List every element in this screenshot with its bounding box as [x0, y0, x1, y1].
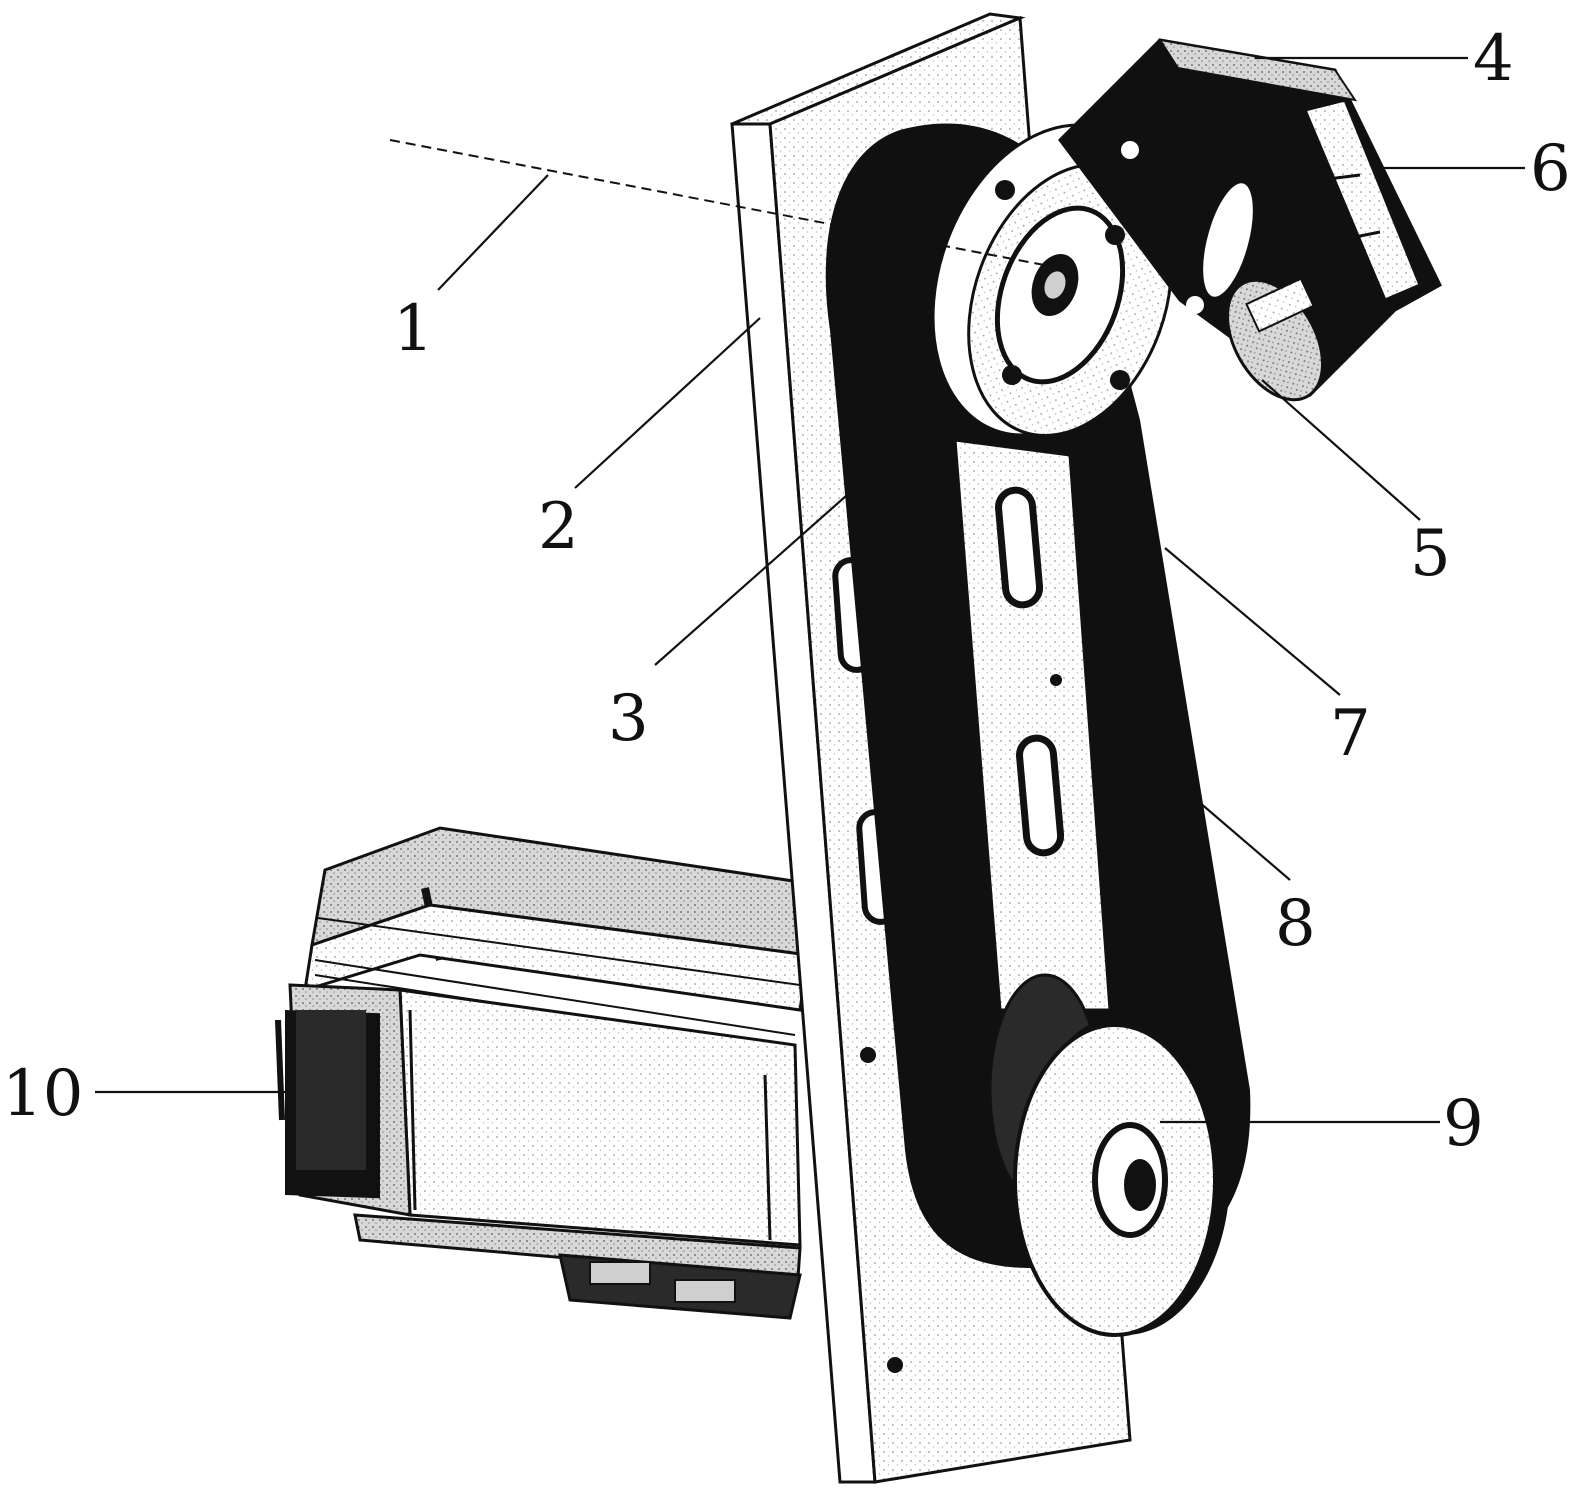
callout-4: 4 — [1473, 22, 1514, 96]
leader-lines — [95, 56, 1525, 1124]
motor-assembly — [275, 826, 822, 1320]
callout-9: 9 — [1443, 1087, 1484, 1161]
callout-2: 2 — [538, 490, 579, 564]
callout-labels: 1 2 3 4 5 6 7 8 9 10 — [2, 22, 1571, 1161]
leader-3 — [654, 487, 856, 666]
leader-8 — [1184, 789, 1291, 881]
callout-7: 7 — [1330, 697, 1371, 771]
callout-1: 1 — [393, 292, 434, 366]
lower-pulley — [988, 973, 1230, 1337]
leader-7 — [1164, 547, 1341, 696]
callout-6: 6 — [1530, 132, 1571, 206]
end-effector — [1058, 38, 1442, 402]
leader-5 — [1261, 379, 1421, 521]
callout-3: 3 — [608, 682, 649, 756]
callout-10: 10 — [2, 1057, 83, 1131]
callout-5: 5 — [1410, 517, 1451, 591]
axis-line — [389, 139, 1061, 269]
leader-1 — [437, 174, 549, 291]
callout-8: 8 — [1275, 887, 1316, 961]
timing-belt — [825, 123, 1251, 1269]
leader-2 — [574, 317, 761, 489]
